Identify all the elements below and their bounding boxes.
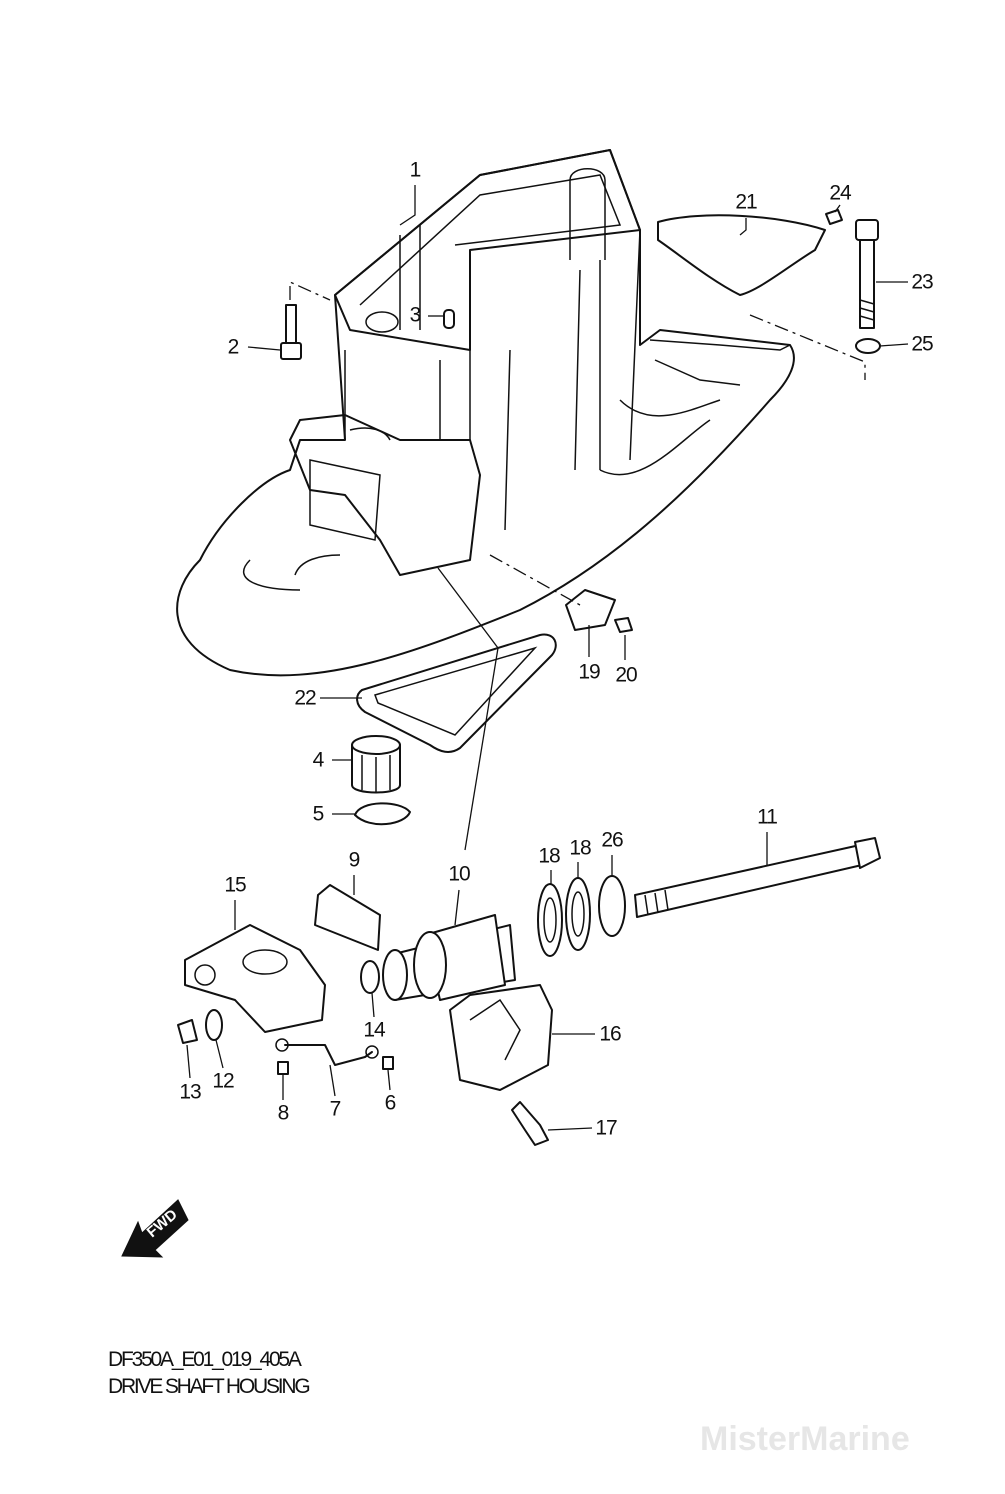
callout-3: 3 [410, 304, 421, 327]
part-3-dowel [443, 309, 455, 329]
callout-21: 21 [735, 191, 757, 214]
drive-shaft-housing [176, 149, 795, 677]
part-9-plate [314, 884, 381, 951]
callout-4: 4 [313, 749, 325, 772]
fwd-arrow-icon: FWD [121, 1199, 189, 1258]
callout-22: 22 [294, 687, 316, 710]
part-11-bolt [634, 837, 881, 918]
part-15-bracket [184, 924, 326, 1033]
part-26-washer [598, 875, 626, 937]
callout-labels: 1 2 3 4 5 6 7 8 9 10 11 12 13 14 15 16 1… [179, 159, 934, 1140]
callout-5: 5 [313, 803, 324, 826]
part-22-gasket [356, 633, 557, 753]
callout-9: 9 [349, 849, 360, 872]
part-7-wire [284, 1044, 373, 1066]
callout-8: 8 [278, 1102, 289, 1125]
callout-16: 16 [599, 1023, 621, 1046]
callout-26: 26 [601, 829, 623, 852]
part-21-cover [657, 214, 826, 296]
part-13-nut [177, 1019, 198, 1044]
part-23-bolt [855, 219, 879, 329]
callout-10: 10 [448, 863, 470, 886]
part-18-washer-b [565, 877, 591, 951]
part-17-bolt [511, 1101, 549, 1146]
callout-14: 14 [363, 1019, 386, 1042]
callout-23: 23 [911, 271, 933, 294]
callout-12: 12 [212, 1070, 234, 1093]
callout-11: 11 [757, 806, 777, 829]
callout-7: 7 [330, 1098, 341, 1121]
diagram-code: DF350A_E01_019_405A [108, 1348, 302, 1371]
callout-leaders [186, 185, 909, 1131]
part-5-clip [354, 802, 411, 826]
callout-25: 25 [911, 333, 933, 356]
callout-1: 1 [410, 159, 421, 182]
callout-20: 20 [615, 664, 637, 687]
part-16-bracket [449, 984, 553, 1091]
callout-13: 13 [179, 1081, 201, 1104]
part-25-washer [855, 338, 881, 354]
callout-2: 2 [228, 336, 239, 359]
part-14-washer [360, 960, 380, 994]
callout-17: 17 [595, 1117, 617, 1140]
part-10-mount [382, 914, 516, 1001]
callout-24: 24 [829, 182, 852, 205]
part-6-screw [382, 1056, 394, 1070]
diagram-title: DRIVE SHAFT HOUSING [108, 1375, 311, 1398]
part-18-washer-a [537, 883, 563, 957]
callout-19: 19 [578, 661, 600, 684]
part-19-block [565, 589, 616, 631]
watermark-text: MisterMarine [700, 1420, 910, 1458]
part-2-bolt [280, 304, 302, 360]
callout-18b: 18 [569, 837, 591, 860]
part-12-washer [205, 1009, 223, 1041]
part-8-screw [277, 1061, 289, 1075]
part-24-screw [825, 209, 843, 225]
part-20-screw [614, 617, 633, 633]
callout-18a: 18 [538, 845, 560, 868]
callout-15: 15 [224, 874, 246, 897]
part-4-grommet [351, 735, 401, 794]
callout-6: 6 [385, 1092, 396, 1115]
